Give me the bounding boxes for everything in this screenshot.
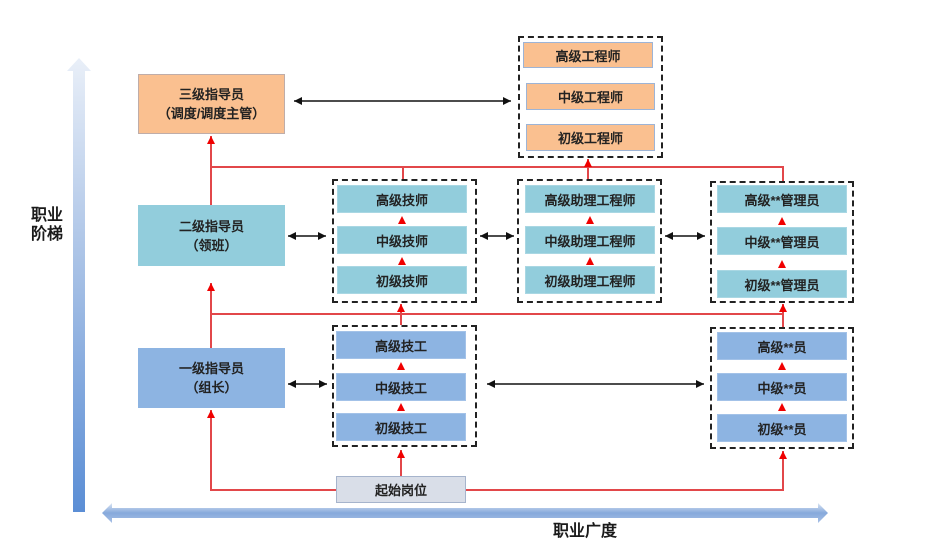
- manager-group: [710, 181, 854, 303]
- promotion-triangle-icon: [778, 260, 786, 268]
- manager-junior[interactable]: 初级**管理员: [717, 270, 847, 298]
- supervisor-level1-box[interactable]: 一级指导员 （组长）: [138, 348, 285, 408]
- staff-group: [710, 327, 854, 449]
- worker-senior[interactable]: 高级技工: [336, 331, 466, 359]
- supervisor-level3-title: 三级指导员: [178, 87, 244, 102]
- career-ladder-label-line2: 阶梯: [31, 226, 64, 243]
- career-ladder-label-line1: 职业: [31, 207, 64, 224]
- supervisor-level3-box[interactable]: 三级指导员 （调度/调度主管）: [138, 74, 285, 134]
- engineer-junior[interactable]: 初级工程师: [526, 124, 655, 151]
- promotion-triangle-icon: [398, 257, 406, 265]
- technician-senior[interactable]: 高级技师: [337, 185, 467, 213]
- start-position-box[interactable]: 起始岗位: [336, 476, 466, 503]
- career-breadth-label: 职业广度: [553, 523, 618, 540]
- promotion-triangle-icon: [397, 403, 405, 411]
- supervisor-level2-box[interactable]: 二级指导员 （领班）: [138, 205, 285, 266]
- staff-senior[interactable]: 高级**员: [717, 332, 847, 360]
- branch-line-level2: [211, 166, 784, 181]
- start-to-level1-line: [207, 410, 336, 491]
- engineer-intermediate[interactable]: 中级工程师: [526, 83, 655, 110]
- promotion-triangle-icon: [586, 257, 594, 265]
- worker-junior[interactable]: 初级技工: [336, 413, 466, 441]
- technician-group: [332, 179, 477, 303]
- start-to-staff-line: [466, 451, 787, 491]
- supervisor-level1-title: 一级指导员: [178, 361, 244, 376]
- career-breadth-axis-arrow: [102, 503, 828, 523]
- manager-senior[interactable]: 高级**管理员: [717, 185, 847, 213]
- career-ladder-label: 职业 阶梯: [31, 206, 63, 244]
- worker-intermediate[interactable]: 中级技工: [336, 373, 466, 401]
- assistant-engineer-junior[interactable]: 初级助理工程师: [525, 266, 655, 294]
- engineer-senior[interactable]: 高级工程师: [523, 42, 653, 68]
- assistant-engineer-senior[interactable]: 高级助理工程师: [525, 185, 655, 213]
- promotion-triangle-icon: [586, 216, 594, 224]
- promotion-triangle-icon: [778, 362, 786, 370]
- promotion-triangle-icon: [398, 216, 406, 224]
- staff-intermediate[interactable]: 中级**员: [717, 373, 847, 401]
- supervisor-level1-subtitle: （组长）: [185, 380, 238, 395]
- promotion-triangle-icon: [778, 403, 786, 411]
- worker-group: [332, 325, 477, 447]
- assistant-engineer-intermediate[interactable]: 中级助理工程师: [525, 226, 655, 254]
- promotion-triangle-icon: [778, 217, 786, 225]
- engineer-group: [518, 36, 663, 158]
- technician-intermediate[interactable]: 中级技师: [337, 226, 467, 254]
- promotion-triangle-icon: [397, 362, 405, 370]
- staff-junior[interactable]: 初级**员: [717, 414, 847, 442]
- assistant-engineer-group: [517, 179, 662, 303]
- supervisor-level3-subtitle: （调度/调度主管）: [157, 106, 266, 121]
- technician-junior[interactable]: 初级技师: [337, 266, 467, 294]
- supervisor-level2-subtitle: （领班）: [185, 237, 238, 253]
- career-ladder-axis-arrow: [67, 58, 91, 512]
- supervisor-level2-title: 二级指导员: [178, 218, 244, 234]
- manager-intermediate[interactable]: 中级**管理员: [717, 227, 847, 255]
